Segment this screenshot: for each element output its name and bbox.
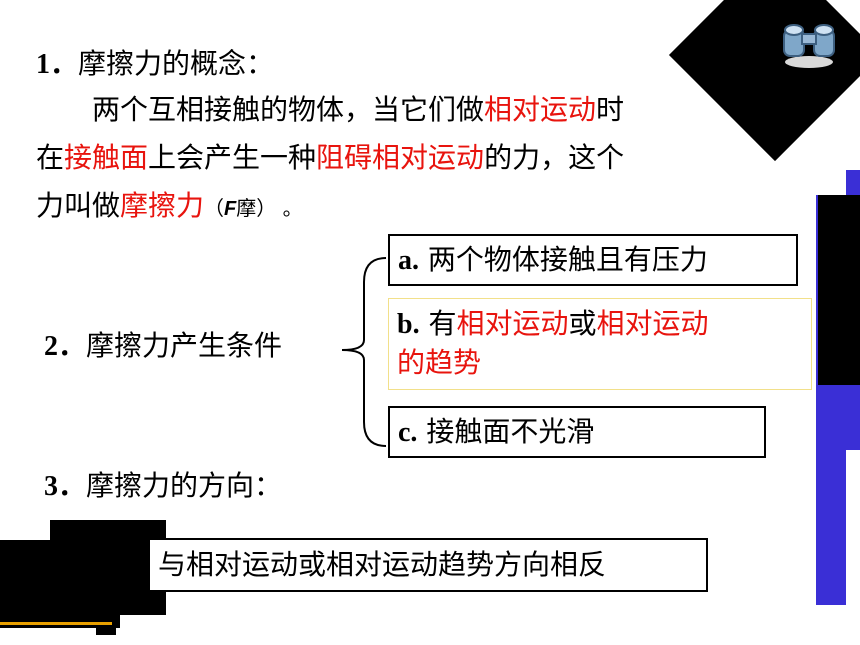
highlight-text: 的趋势	[397, 346, 482, 379]
text: 有	[428, 307, 457, 340]
highlight-text: 摩擦力	[120, 189, 205, 222]
highlight-text: 阻碍相对运动	[316, 141, 485, 174]
section2-number: 2．	[44, 331, 87, 362]
section2-title: 摩擦力产生条件	[86, 329, 283, 362]
text: （	[204, 196, 225, 220]
text: 或	[568, 307, 597, 340]
highlight-text: 相对运动	[596, 307, 709, 340]
decor-black-wedge	[818, 195, 860, 385]
section1-title: 摩擦力的概念：	[78, 47, 275, 80]
direction-answer-box: 与相对运动或相对运动趋势方向相反	[148, 538, 708, 592]
condition-a-text: 两个物体接触且有压力	[427, 243, 708, 276]
condition-c-letter: c.	[398, 417, 418, 448]
definition-line-2: 在接触面上会产生一种阻碍相对运动的力，这个	[36, 138, 624, 178]
text: 两个互相接触的物体，当它们做	[92, 93, 485, 126]
curly-brace	[341, 257, 387, 447]
condition-b-letter: b.	[397, 309, 420, 340]
section1-heading: 1．摩擦力的概念：	[36, 44, 274, 85]
condition-b-box: b. 有相对运动或相对运动 的趋势	[388, 298, 812, 390]
condition-a-letter: a.	[398, 245, 419, 276]
highlight-text: 相对运动	[456, 307, 569, 340]
definition-line-1: 两个互相接触的物体，当它们做相对运动时	[92, 90, 624, 130]
text: 时	[596, 93, 625, 126]
decor-black-block	[96, 600, 116, 635]
text: ） 。	[256, 196, 303, 220]
condition-c-text: 接触面不光滑	[426, 415, 595, 448]
condition-a-box: a. 两个物体接触且有压力	[388, 234, 798, 286]
section1-number: 1．	[36, 49, 79, 80]
text: 的力，这个	[484, 141, 625, 174]
condition-c-box: c. 接触面不光滑	[388, 406, 766, 458]
text: 在	[36, 141, 65, 174]
direction-answer-text: 与相对运动或相对运动趋势方向相反	[158, 548, 607, 581]
section2-heading: 2．摩擦力产生条件	[44, 326, 282, 367]
symbol-f: F	[224, 198, 237, 220]
section3-number: 3．	[44, 471, 87, 502]
text: 力叫做	[36, 189, 121, 222]
text: 摩	[236, 196, 257, 220]
binoculars-icon	[783, 24, 835, 68]
definition-line-3: 力叫做摩擦力（F摩） 。	[36, 186, 303, 229]
highlight-text: 接触面	[64, 141, 149, 174]
text: 上会产生一种	[148, 141, 317, 174]
decor-orange-line	[0, 622, 112, 625]
section3-heading: 3．摩擦力的方向：	[44, 466, 282, 507]
highlight-text: 相对运动	[484, 93, 597, 126]
section3-title: 摩擦力的方向：	[86, 469, 283, 502]
